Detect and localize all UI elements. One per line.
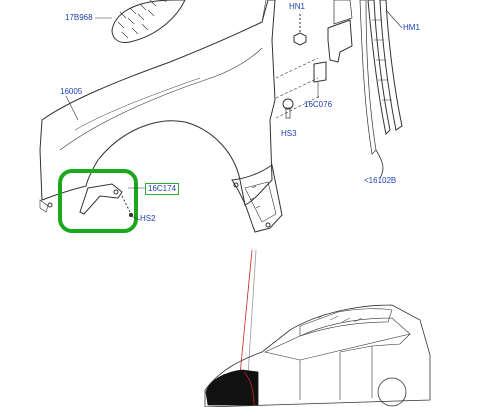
clip-part[interactable] (313, 0, 353, 83)
screw-part[interactable] (282, 98, 294, 119)
nut-part[interactable] (293, 14, 307, 46)
vehicle-leader-red (239, 249, 253, 376)
label-seal[interactable]: <16102B (364, 176, 397, 185)
label-nut-top[interactable]: HN1 (289, 2, 306, 11)
highlight-ring (58, 169, 138, 233)
fender-panel[interactable] (39, 0, 283, 233)
vehicle-leader-grey (247, 249, 257, 376)
label-screw-left[interactable]: HS2 (140, 214, 156, 223)
label-nut-right[interactable]: HM1 (403, 23, 420, 32)
label-grille[interactable]: 17B968 (65, 13, 93, 22)
label-bracket[interactable]: 16C174 (145, 183, 180, 195)
bracket-part[interactable] (79, 183, 134, 218)
vehicle-thumbnail (204, 304, 431, 407)
grille-part[interactable] (111, 0, 186, 43)
label-screw-mid[interactable]: HS3 (281, 129, 297, 138)
label-fender[interactable]: 16005 (60, 87, 83, 96)
label-clip[interactable]: 16C076 (304, 100, 333, 109)
seal-strip[interactable] (359, 0, 403, 179)
